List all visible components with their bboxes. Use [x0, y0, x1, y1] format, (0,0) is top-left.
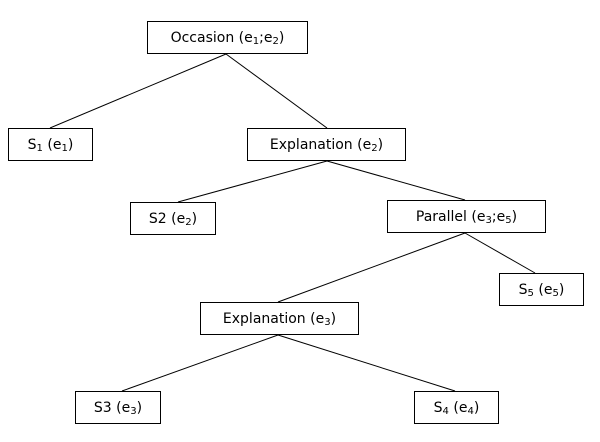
- node-explanation-e2-label: Explanation (e2): [269, 136, 384, 154]
- edge-occasion-to-s1: [49, 53, 227, 129]
- node-s2[interactable]: S2 (e2): [130, 202, 216, 235]
- edge-occasion-to-explanation_e2: [225, 53, 328, 129]
- node-s3-label: S3 (e3): [93, 399, 143, 417]
- node-parallel[interactable]: Parallel (e3;e5): [387, 200, 546, 233]
- edge-explanation_e3-to-s4: [277, 334, 456, 392]
- node-s3[interactable]: S3 (e3): [75, 391, 161, 424]
- node-occasion[interactable]: Occasion (e1;e2): [147, 21, 308, 54]
- edge-parallel-to-explanation_e3: [277, 232, 466, 303]
- node-s1-label: S1 (e1): [27, 136, 74, 154]
- edge-explanation_e3-to-s3: [121, 334, 279, 392]
- node-s1[interactable]: S1 (e1): [8, 128, 93, 161]
- node-explanation-e3[interactable]: Explanation (e3): [200, 302, 359, 335]
- node-s2-label: S2 (e2): [148, 210, 198, 228]
- node-occasion-label: Occasion (e1;e2): [170, 29, 285, 47]
- node-explanation-e3-label: Explanation (e3): [222, 310, 337, 328]
- node-explanation-e2[interactable]: Explanation (e2): [247, 128, 406, 161]
- edge-explanation_e2-to-s2: [177, 160, 328, 203]
- edge-parallel-to-s5: [464, 232, 536, 274]
- node-s4[interactable]: S4 (e4): [414, 391, 499, 424]
- node-s5[interactable]: S5 (e5): [499, 273, 584, 306]
- edge-explanation_e2-to-parallel: [326, 160, 466, 201]
- node-parallel-label: Parallel (e3;e5): [415, 208, 518, 226]
- node-s4-label: S4 (e4): [433, 399, 480, 417]
- node-s5-label: S5 (e5): [518, 281, 565, 299]
